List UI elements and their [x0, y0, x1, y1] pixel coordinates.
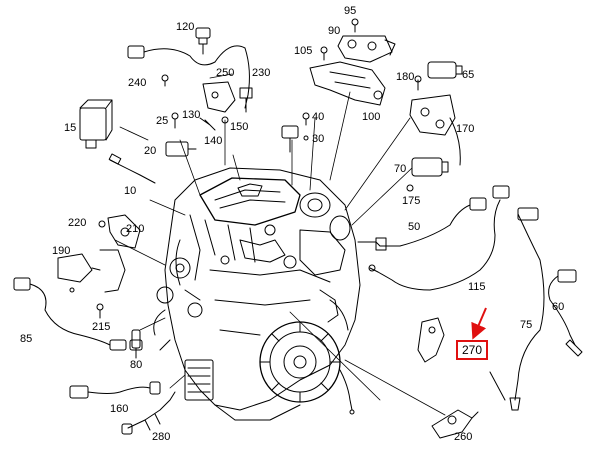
label-65: 65 [462, 69, 475, 81]
label-50: 50 [408, 221, 421, 233]
label-90: 90 [328, 25, 341, 37]
label-105: 105 [294, 45, 313, 57]
part-90-bracket [337, 18, 396, 63]
part-50-temp-sensor [357, 197, 487, 251]
leader-lines [114, 73, 446, 416]
label-250: 250 [216, 67, 235, 79]
part-15-module [79, 99, 113, 149]
label-30: 30 [312, 133, 325, 145]
part-20-sensor [165, 141, 197, 157]
part-30-sensor [281, 112, 310, 153]
part-140-clip [199, 116, 229, 131]
label-130: 130 [182, 109, 201, 121]
label-85: 85 [20, 333, 33, 345]
engine-assembly [153, 167, 361, 421]
part-115-temp-sensor [368, 185, 510, 291]
highlighted-part-270: 270 [456, 340, 489, 360]
label-190: 190 [52, 245, 71, 257]
part-160-sensor [69, 381, 161, 399]
part-280-sensor [121, 391, 176, 435]
label-180: 180 [396, 71, 415, 83]
label-115: 115 [468, 281, 486, 293]
label-10: 10 [124, 185, 137, 197]
label-140: 140 [204, 135, 223, 147]
label-95: 95 [344, 5, 357, 17]
part-70-sensor [406, 157, 449, 192]
part-170-bracket [409, 94, 461, 166]
label-230: 230 [252, 67, 271, 79]
label-280: 280 [152, 431, 171, 443]
part-100-bracket [309, 46, 386, 106]
part-260-sensor [431, 409, 479, 439]
label-150: 150 [230, 121, 249, 133]
label-15: 15 [64, 122, 77, 134]
label-170: 170 [456, 123, 475, 135]
label-260: 260 [454, 431, 473, 443]
part-80-sensor [131, 329, 141, 359]
label-40: 40 [312, 111, 325, 123]
part-130-bracket [202, 81, 236, 113]
part-65-sensor [414, 61, 463, 91]
part-215-screw [69, 287, 104, 319]
label-75: 75 [520, 319, 533, 331]
part-85-harness [13, 277, 143, 351]
label-210: 210 [126, 223, 145, 235]
part-120-sensor [195, 27, 211, 55]
part-230-oxygen-sensor [127, 45, 253, 113]
label-80: 80 [130, 359, 143, 371]
label-20: 20 [144, 145, 157, 157]
label-215: 215 [92, 321, 111, 333]
label-60: 60 [552, 301, 565, 313]
part-190-sensor [57, 249, 126, 293]
part-270-bracket [417, 317, 445, 363]
label-175: 175 [402, 195, 421, 207]
label-240: 240 [128, 77, 147, 89]
part-210-bracket [98, 214, 141, 249]
label-120: 120 [176, 21, 195, 33]
label-160: 160 [110, 403, 129, 415]
part-60-temp-sensor [548, 269, 583, 357]
part-75-temp-sensor [489, 207, 545, 411]
part-10-glow-plug [108, 153, 156, 184]
label-70: 70 [394, 163, 407, 175]
label-220: 220 [68, 217, 87, 229]
label-25: 25 [156, 115, 169, 127]
label-100: 100 [362, 111, 381, 123]
part-25-screw [171, 112, 179, 129]
